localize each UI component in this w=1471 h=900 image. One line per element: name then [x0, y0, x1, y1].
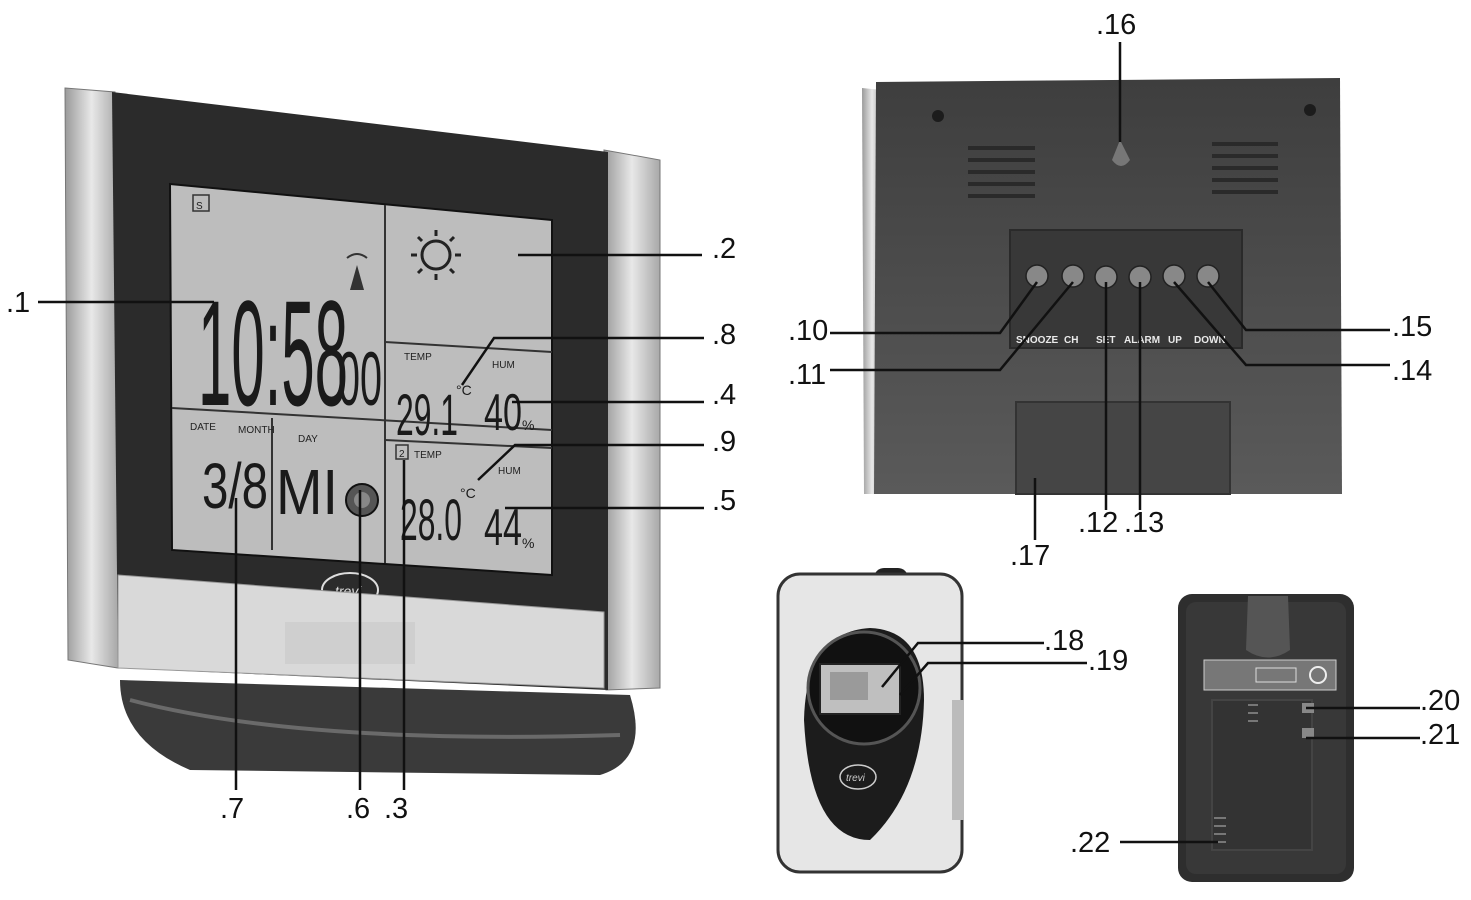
rear-vent-left: [968, 146, 1035, 198]
wall-hang-hole: [1112, 140, 1130, 166]
day-label: DAY: [298, 434, 318, 445]
rear-buttons: [1025, 264, 1220, 289]
callout-17: .17: [1010, 540, 1050, 572]
lcd-temp-label-2: TEMP: [414, 450, 442, 461]
lcd-time: 10:58: [198, 269, 348, 437]
rear-button-panel: [1009, 229, 1243, 349]
outdoor-temp-value: 28.0: [400, 488, 462, 553]
month-label: MONTH: [238, 425, 275, 436]
date-label: DATE: [190, 422, 216, 433]
indoor-temp-unit: °C: [456, 382, 472, 398]
callout-8: .8: [712, 319, 736, 351]
sensor-brand-oval: [839, 764, 877, 790]
battery-spring-icon: [1214, 704, 1258, 843]
day-value: MI: [276, 456, 338, 528]
sensor-brand-logo: trevi: [846, 773, 866, 784]
sensor-right-edge: [952, 700, 964, 820]
lcd-indicator: S: [196, 201, 203, 212]
callout-13: .13: [1124, 507, 1164, 539]
ch-label: CH: [1064, 335, 1078, 346]
callout-14: .14: [1392, 355, 1432, 387]
channel-number: 2: [399, 449, 405, 460]
callout-16: .16: [1096, 9, 1136, 41]
callout-7: .7: [220, 793, 244, 825]
callout-22: .22: [1070, 827, 1110, 859]
up-label: UP: [1168, 335, 1182, 346]
radio-signal-icon: [346, 253, 368, 290]
lcd-hum-label-2: HUM: [498, 466, 521, 477]
ce-mark-icon: [1255, 666, 1327, 684]
main-unit-front: S 10:58 00 TEMP HUM 29.1 °C 40 % DATE: [64, 87, 661, 775]
sensor-back-hang-hole: [1246, 596, 1290, 658]
sensor-battery-compartment: [1211, 699, 1313, 851]
indoor-temp-value: 29.1: [396, 383, 458, 448]
callout-18: .18: [1044, 625, 1084, 657]
rear-screw-left: [932, 110, 944, 122]
lcd-round-button-icon: [345, 483, 379, 517]
callout-5: .5: [712, 485, 736, 517]
base-stand: [120, 680, 636, 775]
sensor-back-label-plate: [1203, 659, 1337, 691]
callout-6: .6: [346, 793, 370, 825]
outdoor-hum-unit: %: [522, 535, 534, 551]
callout-lines: [38, 42, 1420, 844]
callout-11: .11: [788, 359, 826, 391]
snooze-button[interactable]: [1025, 264, 1049, 288]
callout-2: .2: [712, 233, 736, 265]
down-label: DOWN: [1194, 335, 1226, 346]
main-unit-rear: SNOOZE CH SET ALARM UP DOWN: [862, 78, 1342, 495]
callout-3: .3: [384, 793, 408, 825]
outdoor-temp-unit: °C: [460, 485, 476, 501]
sun-forecast-icon: [411, 230, 461, 280]
indoor-hum-unit: %: [522, 417, 534, 433]
callout-12: .12: [1078, 507, 1118, 539]
rear-vent-right: [1212, 142, 1278, 194]
callout-1: .1: [6, 287, 30, 319]
right-silver-side: [603, 149, 661, 691]
sensor-back: [1178, 594, 1354, 882]
battery-door: [1015, 401, 1231, 495]
indoor-hum-value: 40: [484, 384, 522, 442]
callout-20: .20: [1420, 685, 1460, 717]
down-button[interactable]: [1196, 264, 1220, 288]
sensor-switch-21[interactable]: [1302, 728, 1314, 738]
callout-15: .15: [1392, 311, 1432, 343]
callout-labels: .1 .2 .8 .4 .9 .5 .7 .6 .3 .16 .10 .11 .…: [6, 9, 1460, 859]
up-button[interactable]: [1162, 264, 1186, 288]
callout-10: .10: [788, 315, 828, 347]
rear-screw-right: [1304, 104, 1316, 116]
callout-4: .4: [712, 379, 736, 411]
snooze-label: SNOOZE: [1016, 335, 1059, 346]
alarm-label: ALARM: [1124, 335, 1160, 346]
callout-19: .19: [1088, 645, 1128, 677]
lcd-screen: [168, 182, 553, 577]
ch-button[interactable]: [1061, 264, 1085, 288]
left-silver-side: [64, 87, 119, 669]
sensor-front: trevi: [776, 568, 964, 874]
callout-9: .9: [712, 426, 736, 458]
callout-21: .21: [1420, 719, 1460, 751]
lcd-seconds: 00: [338, 337, 382, 422]
lcd-temp-label-1: TEMP: [404, 352, 432, 363]
lcd-hum-label-1: HUM: [492, 360, 515, 371]
